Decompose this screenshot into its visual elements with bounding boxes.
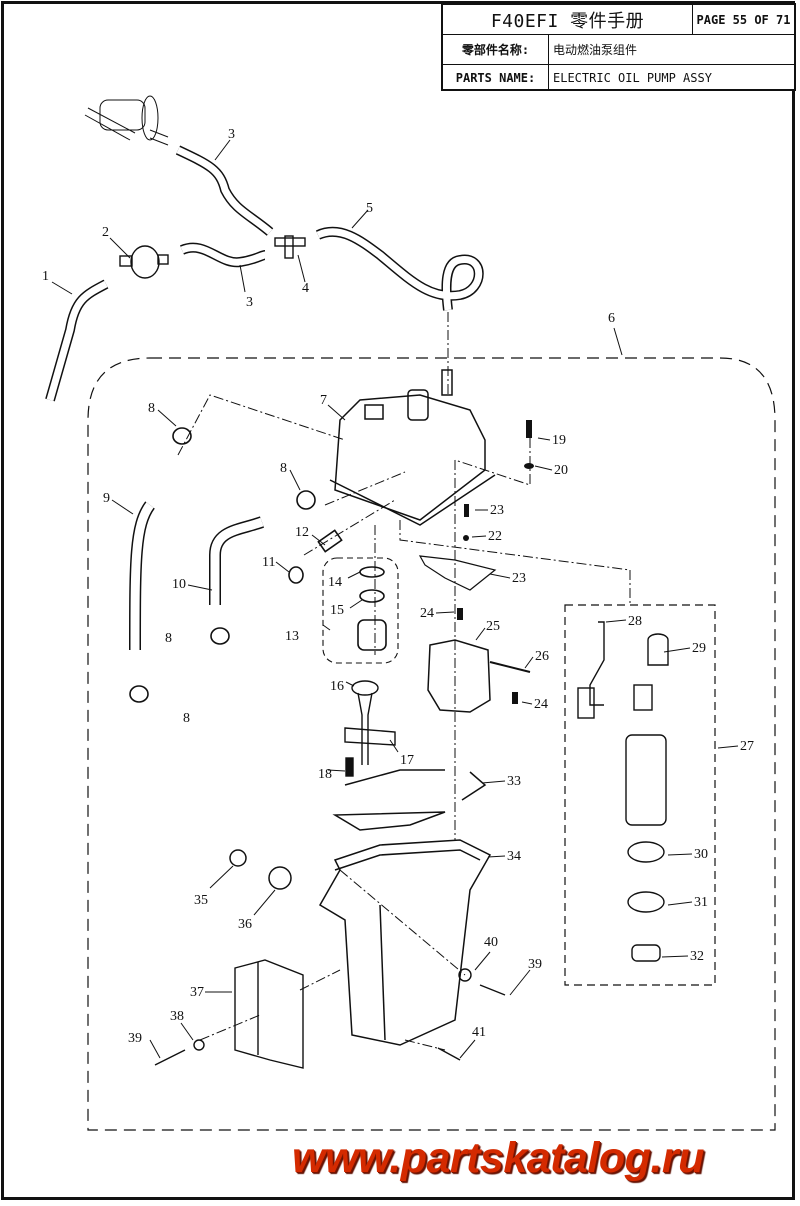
title-block: F40EFI 零件手册 PAGE 55 OF 71 零部件名称: 电动燃油泵组件… — [441, 3, 796, 91]
callout-31: 31 — [694, 895, 708, 910]
callout-24: 24 — [534, 697, 548, 712]
callout-26: 26 — [535, 649, 549, 664]
callout-16: 16 — [330, 679, 344, 694]
fuel-pump-27 — [577, 621, 669, 962]
parts-name-value: ELECTRIC OIL PUMP ASSY — [553, 71, 712, 85]
callout-5: 5 — [366, 201, 373, 216]
housing-7 — [329, 369, 496, 526]
callout-28: 28 — [628, 614, 642, 629]
callout-40: 40 — [484, 935, 498, 950]
callout-39: 39 — [528, 957, 542, 972]
cn-part-name-value: 电动燃油泵组件 — [553, 43, 638, 57]
callout-3: 3 — [246, 295, 253, 310]
pump-assembly-boundary-27 — [564, 604, 716, 986]
callout-23: 23 — [490, 503, 504, 518]
upper-pump-sketch — [84, 95, 169, 146]
callout-8: 8 — [280, 461, 287, 476]
fittings-11-12 — [288, 529, 343, 584]
callout-18: 18 — [318, 767, 332, 782]
callout-20: 20 — [554, 463, 568, 478]
watermark-link[interactable]: www.partskatalog.ru — [292, 1134, 704, 1182]
group-boundary-13 — [322, 557, 399, 664]
callout-39: 39 — [128, 1031, 142, 1046]
callout-6: 6 — [608, 311, 615, 326]
page-number: PAGE 55 OF 71 — [696, 12, 791, 27]
callout-8: 8 — [148, 401, 155, 416]
bolts-39-40-41 — [154, 968, 506, 1066]
callout-19: 19 — [552, 433, 566, 448]
filter-2 — [119, 245, 169, 279]
orings-14-15 — [357, 566, 387, 651]
parts-name-label: PARTS NAME: — [443, 65, 549, 91]
callout-13: 13 — [285, 629, 299, 644]
callout-37: 37 — [190, 985, 204, 1000]
gasket-33 — [332, 769, 487, 831]
plate-23 — [418, 555, 497, 591]
callout-17: 17 — [400, 753, 414, 768]
callout-27: 27 — [740, 739, 754, 754]
cn-part-name-label: 零部件名称: — [443, 35, 549, 64]
callout-33: 33 — [507, 774, 521, 789]
callout-30: 30 — [694, 847, 708, 862]
callout-2: 2 — [102, 225, 109, 240]
callout-34: 34 — [507, 849, 521, 864]
document-title: F40EFI 零件手册 — [443, 5, 693, 34]
callout-24: 24 — [420, 606, 434, 621]
callout-29: 29 — [692, 641, 706, 656]
callout-10: 10 — [172, 577, 186, 592]
callout-23: 23 — [512, 571, 526, 586]
callout-38: 38 — [170, 1009, 184, 1024]
assembly-boundary-6 — [87, 357, 776, 1131]
grommets-35-36 — [229, 849, 292, 890]
callout-36: 36 — [238, 917, 252, 932]
pickup-16-17 — [344, 680, 396, 765]
callout-12: 12 — [295, 525, 309, 540]
callout-35: 35 — [194, 893, 208, 908]
callout-32: 32 — [690, 949, 704, 964]
callout-11: 11 — [262, 555, 275, 570]
screws-19-20-22-23-24 — [457, 420, 534, 704]
callout-25: 25 — [486, 619, 500, 634]
callout-14: 14 — [328, 575, 342, 590]
clamp-8 — [129, 427, 316, 703]
callout-15: 15 — [330, 603, 344, 618]
callout-8: 8 — [165, 631, 172, 646]
screw-18 — [345, 757, 354, 777]
callout-22: 22 — [488, 529, 502, 544]
reservoir-34 — [318, 839, 492, 1046]
callout-3: 3 — [228, 127, 235, 142]
cover-25 — [427, 639, 531, 713]
tee-fitting-4 — [274, 235, 306, 259]
callout-4: 4 — [302, 281, 309, 296]
callout-41: 41 — [472, 1025, 486, 1040]
callout-9: 9 — [103, 491, 110, 506]
callout-7: 7 — [320, 393, 327, 408]
callout-8: 8 — [183, 711, 190, 726]
bracket-37 — [234, 959, 304, 1069]
callout-1: 1 — [42, 269, 49, 284]
